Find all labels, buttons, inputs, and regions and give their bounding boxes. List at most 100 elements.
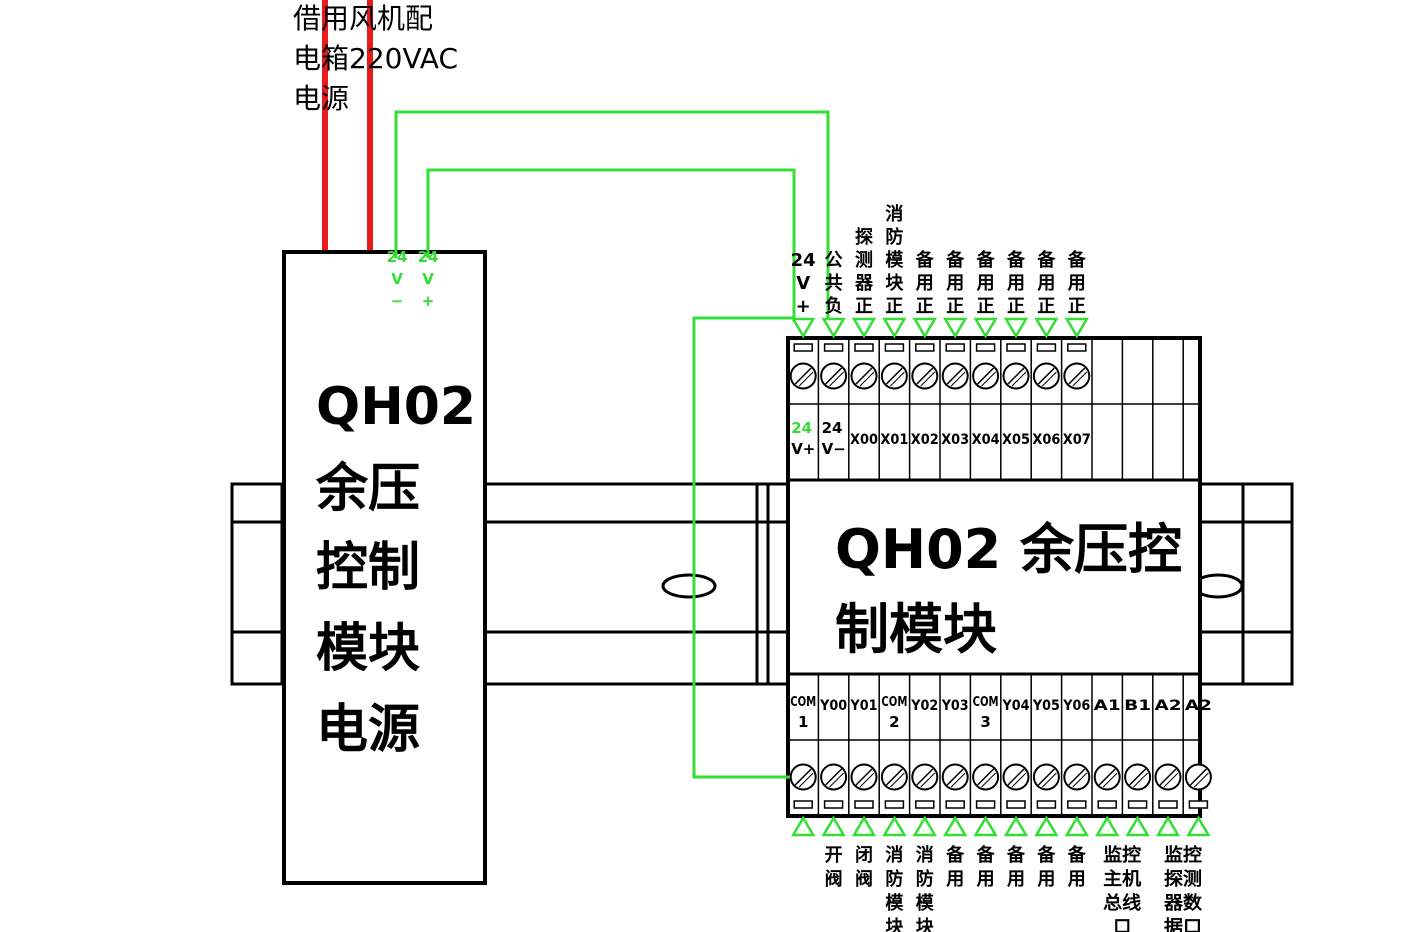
screw-slot: [1159, 768, 1177, 786]
screw-slot: [885, 367, 903, 385]
terminal-arrow: [1003, 317, 1029, 339]
bottom-label-text: 总线: [1103, 892, 1141, 914]
terminal-tab: [793, 343, 813, 352]
ac-input-wires: [322, 0, 373, 252]
terminal-designation: Y03: [941, 698, 969, 714]
bottom-label-text: 监控: [1164, 844, 1202, 866]
screw-slot: [981, 772, 996, 788]
bottom-label-text: 模: [885, 892, 904, 914]
top-label-text: 器: [854, 273, 874, 294]
screw-slot: [1072, 371, 1088, 387]
top-label-text: 测: [855, 249, 873, 271]
terminal-arrow: [791, 317, 816, 339]
top-label-text: 备: [945, 249, 965, 271]
top-label-text: 探: [855, 226, 874, 248]
top-label-text: 负: [825, 295, 843, 317]
psu-title-line: 模块: [316, 619, 420, 679]
bottom-label-text: 闭: [855, 844, 873, 866]
terminal-arrow: [943, 317, 968, 339]
terminal-designation: COM: [973, 695, 999, 710]
terminal-arrow: [851, 815, 877, 837]
terminal-designation: 3: [980, 713, 990, 731]
screw-slot: [859, 371, 875, 387]
screw-slot: [1068, 768, 1086, 786]
terminal-tab: [823, 343, 844, 352]
bottom-label-text: 用: [946, 869, 964, 890]
screw-slot: [1011, 371, 1027, 387]
screw-slot: [1194, 772, 1209, 788]
terminal-arrow: [821, 815, 846, 837]
bottom-label-text: 用: [1037, 869, 1055, 890]
screw-slot: [950, 772, 966, 788]
terminal-designation: V−: [822, 440, 846, 458]
top-label-text: 用: [1007, 273, 1025, 294]
terminal-arrow: [1095, 815, 1120, 837]
screw-slot: [1007, 768, 1025, 786]
terminal-arrow: [1003, 815, 1029, 837]
top-label-text: 正: [946, 296, 964, 317]
terminal-designation: COM: [790, 695, 816, 710]
terminal-arrow: [1034, 317, 1059, 339]
top-label-text: 模: [885, 249, 904, 271]
bottom-label-text: 监控: [1103, 844, 1141, 866]
bottom-label-text: 备: [945, 844, 965, 866]
terminal-designation: Y04: [1002, 698, 1030, 714]
top-label-text: 备: [1067, 249, 1087, 271]
psu-terminal-label: +: [422, 292, 435, 310]
bottom-label-text: 防: [885, 868, 903, 890]
terminal-arrow: [973, 815, 998, 837]
terminal-tab: [1006, 800, 1026, 809]
terminal-designation: X07: [1063, 432, 1091, 448]
module-title-line: QH02 余压控: [835, 518, 1182, 581]
source-note-line: 借用风机配: [293, 2, 433, 35]
terminal-designation: V+: [791, 440, 815, 458]
top-label-text: 正: [1007, 296, 1025, 317]
screw-slot: [916, 367, 934, 385]
terminal-designation: X04: [972, 432, 1000, 448]
screw-slot: [1189, 768, 1207, 786]
screw-slot: [946, 768, 964, 786]
source-note-line: 电箱220VAC: [293, 42, 458, 75]
dc-wiring: [394, 110, 830, 779]
screw-slot: [1098, 768, 1116, 786]
terminal-designation: B1: [1124, 698, 1151, 714]
screw-slot: [890, 371, 905, 387]
terminal-designation: 2: [889, 713, 899, 731]
bottom-label-text: 阀: [855, 868, 873, 890]
screw-slot: [798, 371, 814, 387]
bottom-label-text: 备: [1036, 844, 1056, 866]
bottom-label-text: 开: [825, 845, 843, 866]
bottom-label-text: 用: [1007, 869, 1025, 890]
screw-slot: [1072, 772, 1088, 788]
bottom-label-text: 消: [916, 844, 934, 866]
terminal-tab: [1067, 800, 1087, 809]
terminal-tab: [1036, 343, 1057, 352]
terminal-arrow: [1186, 815, 1211, 837]
screw-slot: [1011, 772, 1027, 788]
screw-slot: [977, 768, 995, 786]
top-label-text: 消: [885, 203, 903, 225]
top-label-text: 备: [1006, 249, 1026, 271]
screw-slot: [916, 768, 934, 786]
top-label-text: 备: [1036, 249, 1056, 271]
terminal-designation: X01: [880, 432, 908, 448]
terminal-designation: X05: [1002, 432, 1030, 448]
terminal-tab: [1036, 800, 1057, 809]
screw-slot: [829, 371, 844, 387]
terminal-designation: 24: [822, 419, 843, 437]
top-label-text: 正: [885, 296, 903, 317]
top-label-text: 用: [1068, 273, 1086, 294]
screw-slot: [829, 772, 844, 788]
terminal-tab: [1127, 800, 1148, 809]
terminal-designation: Y06: [1062, 698, 1090, 714]
terminal-tab: [915, 800, 935, 809]
terminal-designation: X06: [1032, 432, 1060, 448]
screw-slot: [981, 371, 996, 387]
top-label-text: 正: [1037, 296, 1055, 317]
top-label-text: 正: [977, 296, 995, 317]
screw-slot: [855, 768, 873, 786]
terminal-tab: [945, 343, 965, 352]
screw-slot: [920, 371, 936, 387]
